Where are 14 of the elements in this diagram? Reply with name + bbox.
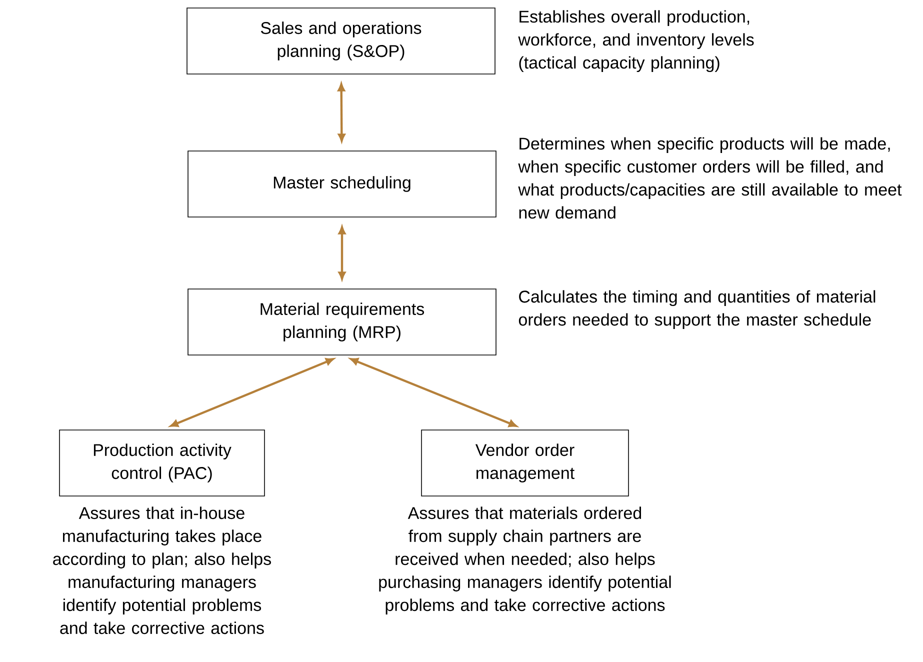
description-text: Determines when specific products will be made, when specific customer orders will be filled, and what products/capacities are still available to meet new demand bbox=[518, 137, 902, 219]
process-box: Sales and operations planning (S&OP) bbox=[186, 8, 496, 74]
process-box: Material requirements planning (MRP) bbox=[188, 288, 496, 356]
description-text: Calculates the timing and quantities of material orders needed to support the master schedule bbox=[518, 290, 876, 330]
process-box: Production activity control (PAC) bbox=[59, 430, 265, 496]
arrow bbox=[338, 226, 346, 280]
arrow bbox=[170, 358, 334, 427]
description-text: Establishes overall production, workforce, and inventory levels (tactical capacity planning) bbox=[518, 10, 754, 72]
description-text: Assures that in-house manufacturing takes place according to plan; also helps manufacturing managers identify potential problems and take corrective actions bbox=[53, 506, 271, 634]
process-box: Vendor order management bbox=[421, 430, 629, 496]
process-box: Master scheduling bbox=[188, 150, 496, 218]
description-text: Assures that materials ordered from supply chain partners are received when needed; also helps purchasing managers identify potential problems and take corrective actions bbox=[379, 506, 671, 614]
arrow bbox=[350, 358, 517, 428]
arrow bbox=[338, 83, 346, 142]
